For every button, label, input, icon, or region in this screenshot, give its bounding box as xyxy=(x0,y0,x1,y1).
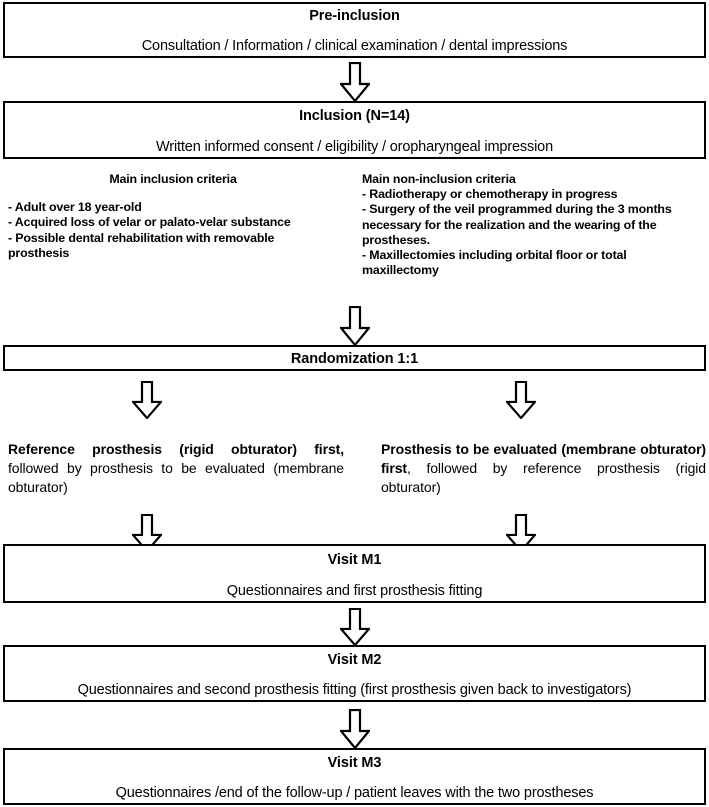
visit-m1-subtitle: Questionnaires and first prosthesis fitt… xyxy=(226,583,483,599)
arrow-randomization-to-right-branch xyxy=(506,381,536,419)
arrow-right-branch-to-visit-m1 xyxy=(506,514,536,552)
node-inclusion: Inclusion (N=14) Written informed consen… xyxy=(3,101,706,159)
visit-m2-title: Visit M2 xyxy=(327,652,382,668)
arrow-randomization-to-left-branch xyxy=(132,381,162,419)
node-visit-m2: Visit M2 Questionnaires and second prost… xyxy=(3,645,706,702)
branch-left-text: Reference prosthesis (rigid obturator) f… xyxy=(8,440,344,497)
node-visit-m3: Visit M3 Questionnaires /end of the foll… xyxy=(3,748,706,805)
non-inclusion-criteria-panel: Main non-inclusion criteria - Radiothera… xyxy=(362,172,704,278)
arrow-criteria-to-randomization xyxy=(340,306,370,346)
branch-right-bold: Prosthesis to be evaluated (membrane obt… xyxy=(381,441,706,476)
non-inclusion-criteria-item: - Maxillectomies including orbital floor… xyxy=(362,248,627,278)
branch-right-rest: , followed by reference prosthesis (rigi… xyxy=(381,460,706,495)
arrow-pre-inclusion-to-inclusion xyxy=(340,62,370,102)
visit-m3-title: Visit M3 xyxy=(327,755,382,771)
non-inclusion-criteria-item: - Radiotherapy or chemotherapy in progre… xyxy=(362,187,618,202)
visit-m1-title: Visit M1 xyxy=(327,552,382,568)
visit-m2-subtitle: Questionnaires and second prosthesis fit… xyxy=(77,682,632,698)
node-randomization: Randomization 1:1 xyxy=(3,345,706,371)
node-visit-m1: Visit M1 Questionnaires and first prosth… xyxy=(3,544,706,603)
arrow-visit-m1-to-visit-m2 xyxy=(340,608,370,646)
inclusion-criteria-item: - Acquired loss of velar or palato-velar… xyxy=(8,215,291,230)
randomization-title: Randomization 1:1 xyxy=(290,351,419,367)
node-pre-inclusion: Pre-inclusion Consultation / Information… xyxy=(3,2,706,58)
inclusion-subtitle: Written informed consent / eligibility /… xyxy=(156,139,553,155)
arrow-left-branch-to-visit-m1 xyxy=(132,514,162,552)
arrow-visit-m2-to-visit-m3 xyxy=(340,709,370,749)
inclusion-title: Inclusion (N=14) xyxy=(299,108,410,124)
pre-inclusion-title: Pre-inclusion xyxy=(309,8,400,24)
branch-left-bold: Reference prosthesis (rigid obturator) f… xyxy=(8,441,344,457)
non-inclusion-criteria-item: - Surgery of the veil programmed during … xyxy=(362,202,672,247)
inclusion-criteria-item: - Adult over 18 year-old xyxy=(8,200,142,215)
visit-m3-subtitle: Questionnaires /end of the follow-up / p… xyxy=(115,785,594,801)
inclusion-criteria-item: - Possible dental rehabilitation with re… xyxy=(8,230,275,260)
branch-left-rest: followed by prosthesis to be evaluated (… xyxy=(8,460,344,495)
non-inclusion-criteria-heading: Main non-inclusion criteria xyxy=(362,172,516,186)
inclusion-criteria-heading: Main inclusion criteria xyxy=(109,172,237,186)
branch-right-text: Prosthesis to be evaluated (membrane obt… xyxy=(381,440,706,497)
pre-inclusion-subtitle: Consultation / Information / clinical ex… xyxy=(141,38,568,54)
inclusion-criteria-panel: Main inclusion criteria - Adult over 18 … xyxy=(8,172,338,261)
